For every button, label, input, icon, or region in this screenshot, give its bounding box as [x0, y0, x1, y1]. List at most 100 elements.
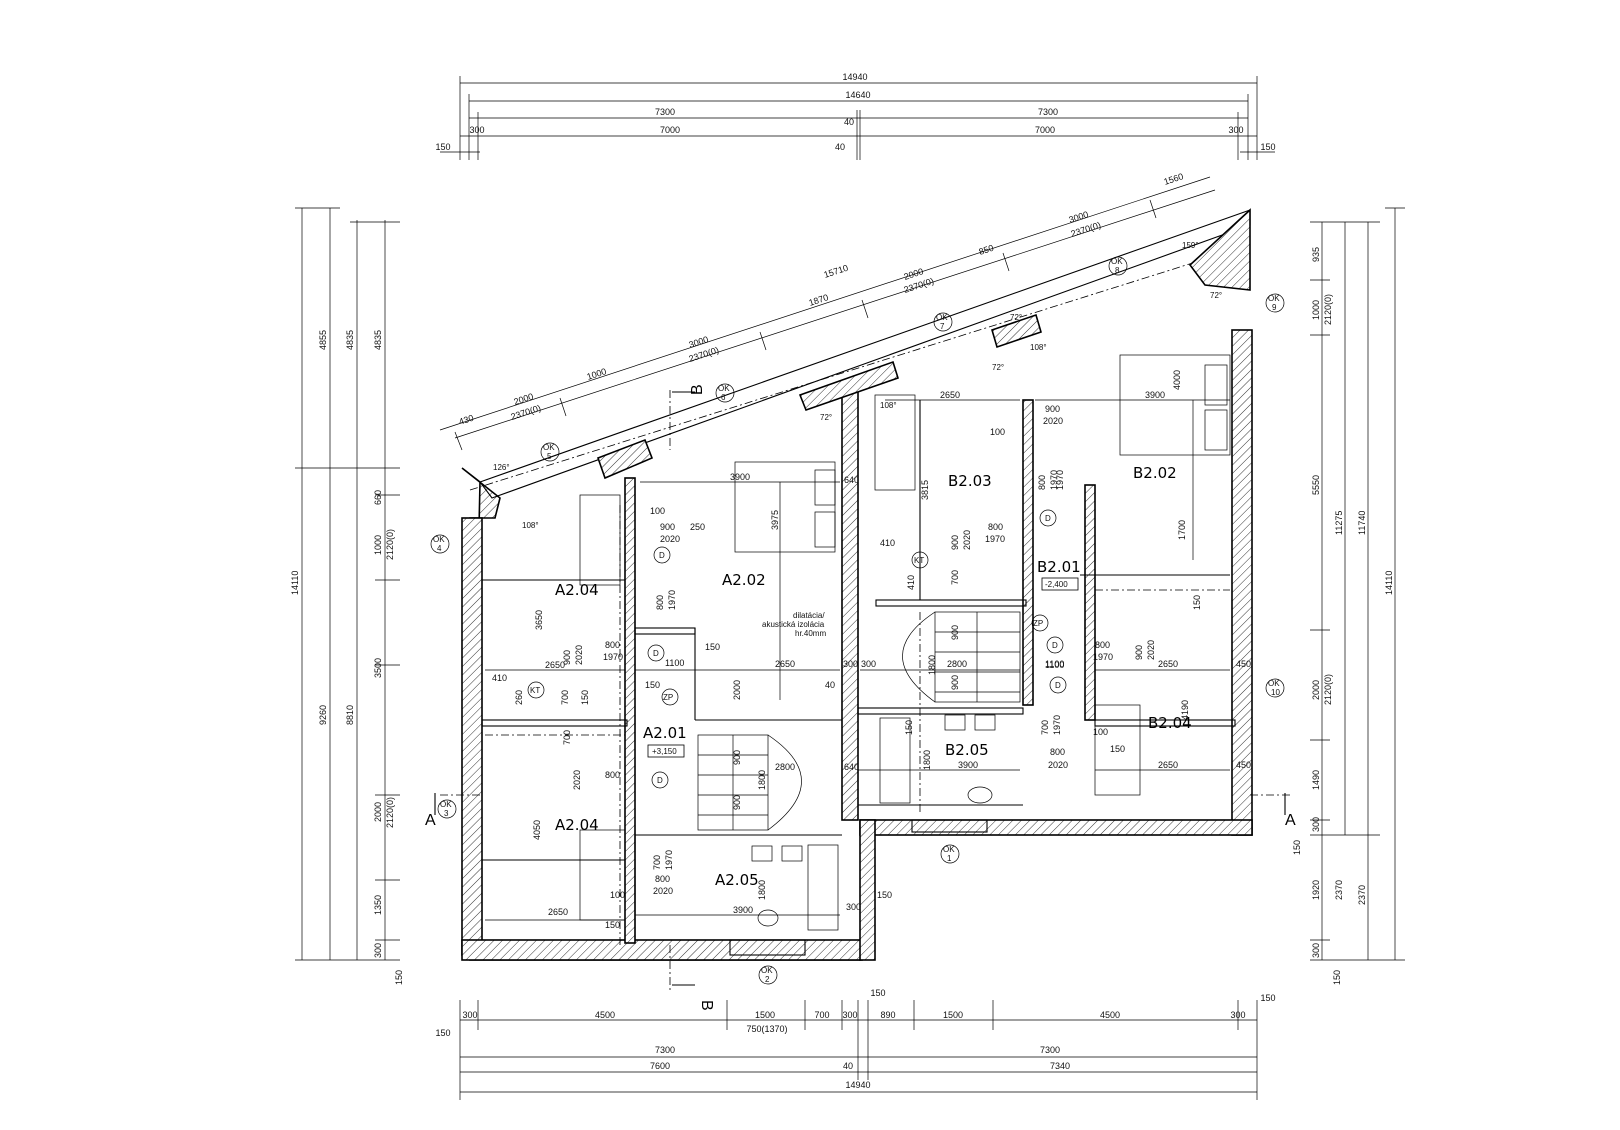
interior-dimensions — [485, 399, 1230, 921]
idim-35: 2020 — [572, 770, 582, 790]
idim-31: 900 — [732, 750, 742, 765]
svg-text:3: 3 — [444, 809, 449, 818]
idim-69: 900 — [950, 675, 960, 690]
svg-text:1: 1 — [947, 854, 952, 863]
ldim-lower: 9260 — [318, 705, 328, 725]
rdim-total2: 11275 — [1334, 511, 1344, 535]
idim-64: 800 — [1037, 475, 1047, 490]
rdim-seg-6: 1490 — [1311, 770, 1321, 790]
idim-62: 3900 — [1145, 390, 1165, 400]
rdim-seg-2: 2120(0) — [1323, 294, 1333, 325]
door-marker-6: D — [1049, 676, 1067, 694]
ldim-upper3: 4835 — [373, 330, 383, 350]
section-a-right: A — [1285, 812, 1296, 829]
idim-15: 1100 — [665, 658, 684, 668]
svg-text:9: 9 — [1272, 303, 1277, 312]
section-a-left: A — [425, 812, 436, 829]
idim-50: 900 — [950, 535, 960, 550]
room-b203: B2.03 — [948, 472, 992, 490]
svg-text:2: 2 — [765, 975, 770, 984]
window-marker-5: OK5 — [540, 442, 560, 462]
svg-text:OK: OK — [1268, 679, 1280, 688]
idim-14: 1970 — [603, 652, 623, 662]
room-b201: B2.01 — [1037, 558, 1081, 576]
ldim-seg-8: 150 — [394, 970, 404, 985]
idim-76: 450 — [1236, 659, 1251, 669]
idim-48: 2650 — [940, 390, 960, 400]
window-marker-4: OK4 — [430, 534, 450, 554]
door-marker-1: D — [653, 546, 671, 564]
idim-0: 3900 — [730, 472, 750, 482]
idim-8: 1970 — [667, 590, 677, 610]
idim-78: 150 — [1192, 595, 1202, 610]
svg-text:OK: OK — [936, 313, 948, 322]
dim-edge-left-top: 150 — [435, 142, 450, 152]
svg-text:D: D — [1052, 641, 1058, 650]
idim-72: 800 — [1095, 640, 1110, 650]
bdim-6: 1500 — [943, 1010, 963, 1020]
idim-40: 2020 — [653, 886, 673, 896]
level-a201: +3,150 — [652, 747, 677, 756]
idim-33: 640 — [844, 762, 859, 772]
angle-2: 72° — [1210, 291, 1222, 300]
rdim-seg-5: 2120(0) — [1323, 674, 1333, 705]
idim-88: 2650 — [1158, 760, 1178, 770]
ldim-seg-4: 2000 — [373, 802, 383, 822]
note-line-1: dilatácia/ — [793, 611, 825, 620]
svg-text:OK: OK — [543, 443, 555, 452]
idim-43: 150 — [605, 920, 620, 930]
bdim-left-total: 7600 — [650, 1061, 670, 1071]
idim-45: 2650 — [548, 907, 568, 917]
idim-79: 700 — [1040, 720, 1050, 735]
rdim-seg-11: 2370 — [1357, 885, 1367, 905]
idim-25: 300 — [861, 659, 876, 669]
idim-22: 2000 — [732, 680, 742, 700]
idim-81: 800 — [1050, 747, 1065, 757]
room-a204: A2.04 — [555, 816, 599, 834]
idim-26: 1100 — [1045, 659, 1064, 669]
idim-73: 1970 — [1093, 652, 1113, 662]
idim-9: 3650 — [534, 610, 544, 630]
room-a205: A2.05 — [715, 871, 759, 889]
idim-57: 100 — [990, 427, 1005, 437]
ldim-seg-1: 1000 — [373, 535, 383, 555]
svg-text:OK: OK — [1268, 294, 1280, 303]
ldim-outer: 14110 — [290, 571, 300, 595]
idim-5: 2020 — [660, 534, 680, 544]
svg-text:D: D — [659, 551, 665, 560]
svg-text:6: 6 — [721, 393, 726, 402]
door-marker-5: D — [1046, 636, 1064, 654]
idim-27: 150 — [645, 680, 660, 690]
svg-text:OK: OK — [1111, 257, 1123, 266]
idim-74: 1100 — [1045, 660, 1064, 670]
idim-6: 250 — [690, 522, 705, 532]
idim-49: 3815 — [920, 480, 930, 500]
idim-34: 800 — [605, 770, 620, 780]
svg-text:OK: OK — [761, 966, 773, 975]
ldim-upper2: 4835 — [345, 330, 355, 350]
idim-21: 2650 — [775, 659, 795, 669]
idim-16: 150 — [705, 642, 720, 652]
bottom-dimensions: 300 4500 1500 700 300 890 1500 4500 300 … — [435, 988, 1276, 1100]
door-marker-3: D — [651, 771, 669, 789]
door-marker-2: D — [647, 644, 665, 662]
svg-text:7: 7 — [940, 322, 945, 331]
idim-82: 2020 — [1048, 760, 1068, 770]
rdim-seg-7: 300 — [1311, 817, 1321, 832]
dim-wall-right-top: 300 — [1228, 125, 1243, 135]
ldim-upper: 4855 — [318, 330, 328, 350]
bdim-8: 300 — [1230, 1010, 1245, 1020]
furniture — [440, 354, 1290, 990]
room-b202: B2.02 — [1133, 464, 1177, 482]
svg-text:4: 4 — [437, 544, 442, 553]
idim-37: 700 — [652, 855, 662, 870]
idim-46: 300 — [846, 902, 861, 912]
idim-83: 3900 — [958, 760, 978, 770]
building-walls — [461, 208, 1253, 961]
svg-text:KT: KT — [914, 556, 924, 565]
idim-13: 800 — [605, 640, 620, 650]
rdim-seg-12: 300 — [1311, 943, 1321, 958]
kt-marker-a: KT — [527, 681, 545, 699]
